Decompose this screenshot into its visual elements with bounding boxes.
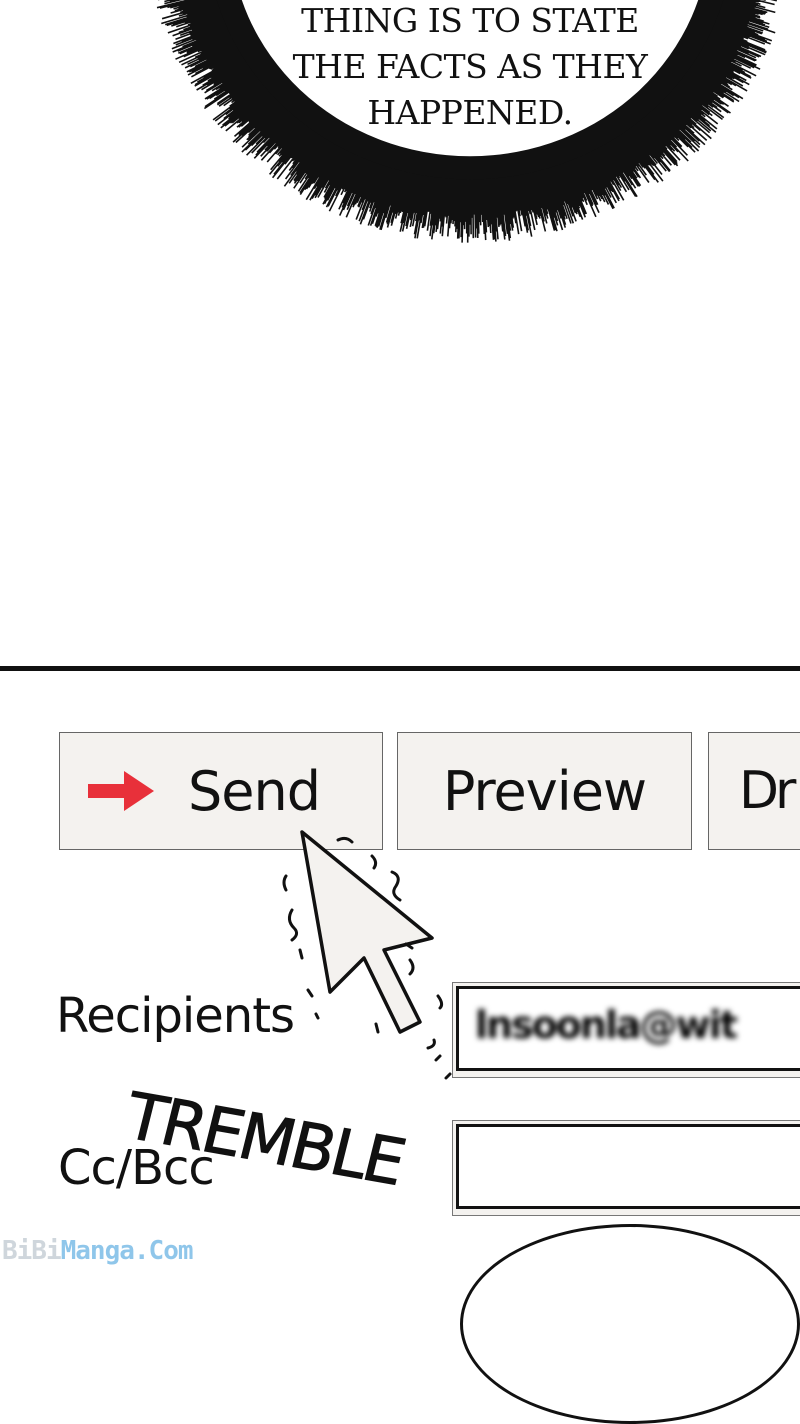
watermark: BiBiManga.Com: [2, 1236, 193, 1266]
watermark-prefix: BiBi: [2, 1236, 61, 1266]
next-panel-bubble: [460, 1224, 800, 1424]
mouse-cursor-icon: [0, 0, 800, 1280]
watermark-main: Manga.Com: [61, 1236, 193, 1266]
